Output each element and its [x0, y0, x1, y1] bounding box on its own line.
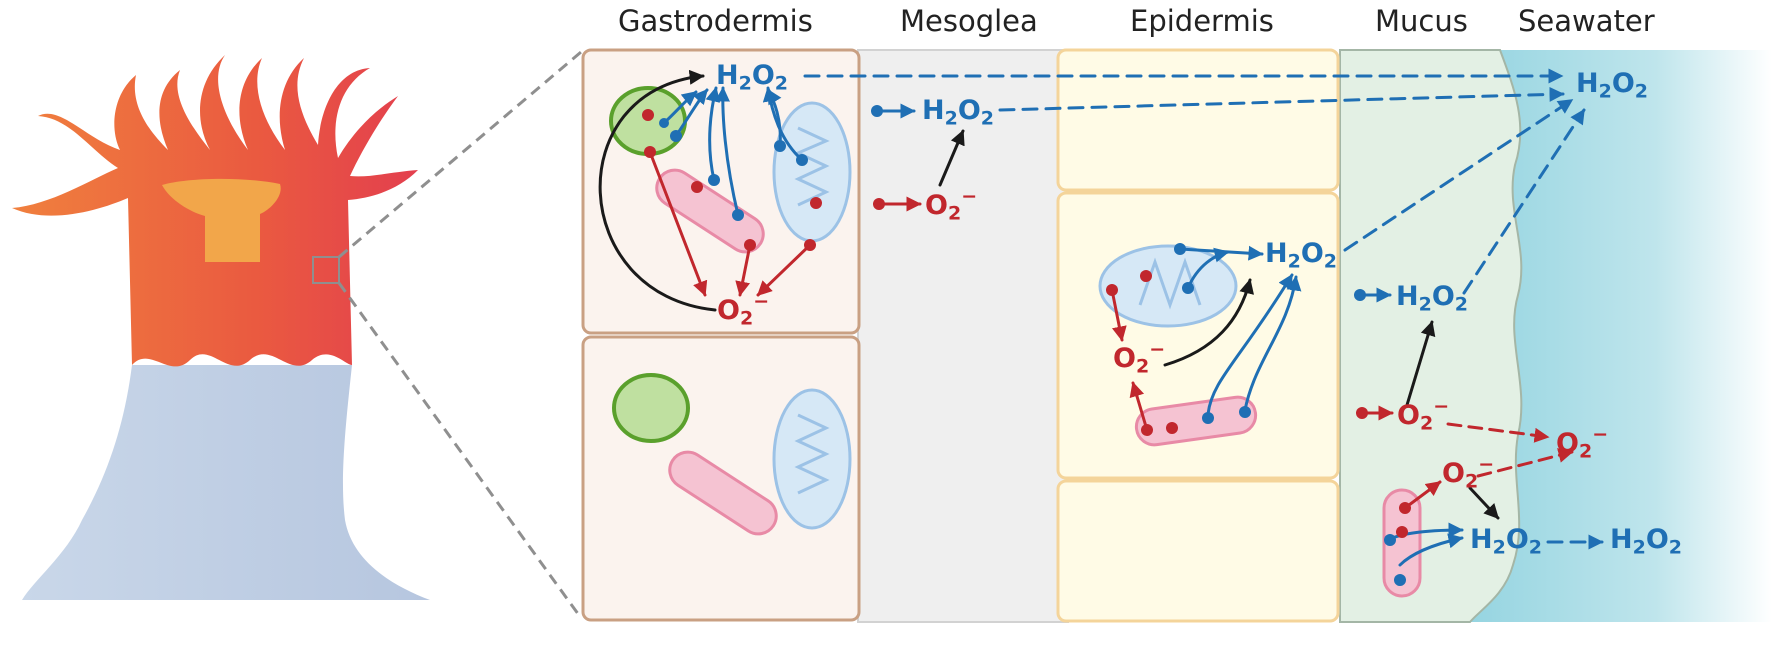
site-dot — [670, 130, 682, 142]
o2-arrow-organelle — [735, 243, 752, 297]
site-dot — [744, 239, 756, 251]
site-dot — [708, 174, 720, 186]
dismutation-arrow-mesoglea — [938, 129, 965, 187]
epidermis-cell-top — [1056, 48, 1340, 192]
anemone-foot — [22, 365, 430, 600]
site-dot — [1394, 574, 1406, 586]
zoom-line-top — [338, 50, 582, 259]
site-dot — [691, 181, 703, 193]
site-dot — [732, 209, 744, 221]
site-dot — [871, 105, 883, 117]
dismutation-arrow-mucus-lower — [1468, 486, 1500, 520]
pink-organelle-mucus — [1382, 488, 1422, 598]
header-mesoglea: Mesoglea — [900, 4, 1038, 38]
mesoglea-layer — [857, 49, 1069, 623]
header-gastrodermis: Gastrodermis — [618, 4, 813, 38]
o2-label-mucus: O2− — [1397, 395, 1450, 435]
site-dot — [644, 146, 656, 158]
o2-arrow-mitochondrion — [756, 243, 812, 297]
header-mucus: Mucus — [1375, 4, 1468, 38]
site-dot — [1140, 270, 1152, 282]
anemone-oral-disc — [162, 178, 281, 262]
tissue-layers — [581, 48, 1772, 623]
h2o2-arrow-epi-organelle-b — [1243, 275, 1302, 412]
h2o2-release-mesoglea — [998, 86, 1565, 112]
site-dot — [1396, 526, 1408, 538]
h2o2-label-gastrodermis: H2O2 — [716, 60, 789, 95]
zoom-line-bottom — [337, 282, 583, 619]
h2o2-label-seawater-lower: H2O2 — [1610, 524, 1683, 559]
h2o2-label-seawater: H2O2 — [1576, 68, 1649, 103]
h2o2-label-mucus: H2O2 — [1396, 281, 1469, 316]
site-dot — [1356, 407, 1368, 419]
o2-arrow-epi-organelle — [1129, 381, 1149, 432]
site-dot — [1354, 289, 1366, 301]
production-sites — [642, 105, 1411, 586]
o2-label-mesoglea: O2− — [925, 185, 978, 225]
site-dot — [1174, 243, 1186, 255]
dismutation-arrow-epidermis — [1163, 278, 1254, 367]
site-dot — [1141, 424, 1153, 436]
symbiont-algae-lower — [612, 373, 690, 443]
site-dot — [796, 154, 808, 166]
h2o2-arrow-organelle-b — [715, 86, 740, 217]
site-dot — [1239, 406, 1251, 418]
o2-label-seawater: O2− — [1556, 423, 1609, 463]
o2-release-seawater-a — [1446, 422, 1550, 443]
o2-arrow-epi-mito — [1110, 288, 1127, 342]
site-dot — [1384, 534, 1396, 546]
h2o2-label-mucus-lower: H2O2 — [1470, 524, 1543, 559]
pink-organelle-epidermis — [1134, 395, 1258, 447]
h2o2-arrow-epi-organelle-a — [1206, 273, 1294, 416]
site-dot — [774, 140, 786, 152]
h2o2-arrow-mucus-organelle-a — [1398, 533, 1464, 567]
mitochondrion — [772, 101, 852, 243]
site-dot — [1182, 282, 1194, 294]
h2o2-arrow-organelle-a — [705, 86, 721, 182]
o2-label-epidermis: O2− — [1113, 338, 1166, 378]
site-dot — [1166, 422, 1178, 434]
h2o2-label-epidermis: H2O2 — [1265, 238, 1338, 273]
o2-label-gastrodermis: O2− — [717, 290, 770, 330]
o2-label-mucus-lower: O2− — [1442, 453, 1495, 493]
header-epidermis: Epidermis — [1130, 4, 1274, 38]
epidermis-cell-bottom — [1056, 479, 1340, 623]
site-dot — [1106, 284, 1118, 296]
site-dot — [659, 118, 669, 128]
o2-arrow-symbiont — [648, 150, 708, 297]
site-dot — [873, 198, 885, 210]
mitochondrion-lower — [772, 388, 852, 530]
site-dot — [1202, 412, 1214, 424]
dismutation-arrow-gastrodermis — [598, 69, 717, 312]
site-dot — [642, 109, 654, 121]
site-dot — [1399, 502, 1411, 514]
site-dot — [810, 197, 822, 209]
header-seawater: Seawater — [1518, 4, 1655, 38]
h2o2-arrow-epi-mito-b — [1186, 247, 1230, 290]
h2o2-arrow-mitochondrion-b — [766, 88, 782, 148]
site-dot — [804, 239, 816, 251]
h2o2-release-mucus — [1462, 108, 1586, 295]
h2o2-release-epidermis — [1343, 98, 1574, 252]
dismutation-arrow-mucus — [1405, 320, 1436, 407]
pink-organelle-lower — [668, 450, 778, 536]
o2-release-seawater-b — [1476, 448, 1574, 478]
o2-arrow-mucus-organelle — [1403, 480, 1442, 510]
sea-anemone-illustration — [12, 50, 583, 619]
zoom-box-icon — [312, 256, 340, 284]
flux-arrows — [598, 68, 1604, 567]
h2o2-arrow-symbiont-b — [674, 88, 709, 138]
h2o2-label-mesoglea: H2O2 — [922, 95, 995, 130]
